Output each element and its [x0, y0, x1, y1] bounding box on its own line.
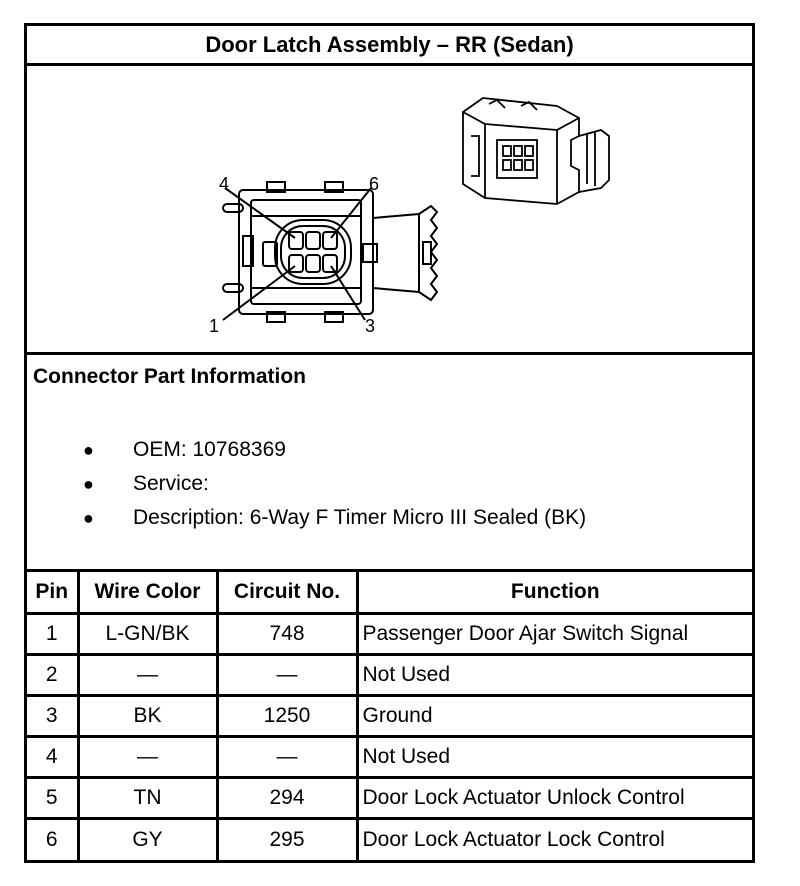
header-function: Function	[355, 572, 752, 615]
cell-pin: 6	[27, 817, 80, 860]
page-title: Door Latch Assembly – RR (Sedan)	[27, 26, 752, 66]
cell-circuit-no: 1250	[215, 693, 359, 739]
cell-wire-color: TN	[76, 776, 219, 821]
connector-isometric-view	[462, 97, 610, 205]
header-wire-color: Wire Color	[76, 572, 219, 615]
cell-pin: 5	[27, 776, 80, 821]
info-item-text: Service:	[133, 472, 209, 495]
header-circuit-no: Circuit No.	[215, 572, 359, 615]
pin-label-3: 3	[365, 316, 375, 336]
connector-drawing: 4 6 1 3	[209, 97, 610, 336]
cell-function: Ground	[355, 693, 752, 739]
cell-wire-color: GY	[76, 817, 219, 860]
cell-circuit-no: 748	[215, 611, 359, 656]
connector-face-view	[222, 181, 439, 323]
pin-label-1: 1	[209, 316, 219, 336]
table-row: 4 — — Not Used	[27, 735, 752, 780]
table-row: 1 L-GN/BK 748 Passenger Door Ajar Switch…	[27, 611, 752, 656]
connector-info-heading: Connector Part Information	[33, 365, 307, 388]
cell-wire-color: BK	[76, 693, 219, 739]
table-row: 6 GY 295 Door Lock Actuator Lock Control	[27, 817, 752, 860]
cell-function: Door Lock Actuator Lock Control	[355, 817, 752, 860]
connector-info-list: ● OEM: 10768369 ● Service: ● Description…	[83, 433, 586, 535]
header-pin: Pin	[27, 572, 80, 615]
pin-label-6: 6	[369, 174, 379, 194]
connector-info-section: Connector Part Information ● OEM: 107683…	[27, 355, 752, 572]
info-item-service: ● Service:	[83, 467, 586, 501]
pin-label-4: 4	[219, 174, 229, 194]
table-header-row: Pin Wire Color Circuit No. Function	[27, 572, 752, 615]
cell-circuit-no: —	[215, 652, 359, 697]
cell-circuit-no: —	[215, 735, 359, 780]
cell-pin: 4	[27, 735, 80, 780]
connector-sheet: Door Latch Assembly – RR (Sedan)	[24, 23, 755, 863]
cell-pin: 1	[27, 611, 80, 656]
bullet-icon: ●	[83, 508, 94, 528]
table-row: 2 — — Not Used	[27, 652, 752, 697]
cell-function: Not Used	[355, 735, 752, 780]
info-item-text: Description: 6-Way F Timer Micro III Sea…	[133, 506, 587, 529]
table-row: 5 TN 294 Door Lock Actuator Unlock Contr…	[27, 776, 752, 821]
table-row: 3 BK 1250 Ground	[27, 693, 752, 739]
bullet-icon: ●	[83, 474, 94, 494]
cell-circuit-no: 294	[215, 776, 359, 821]
cell-pin: 3	[27, 693, 80, 739]
info-item-description: ● Description: 6-Way F Timer Micro III S…	[83, 501, 586, 535]
info-item-text: OEM: 10768369	[133, 438, 286, 461]
cell-wire-color: L-GN/BK	[76, 611, 219, 656]
cell-pin: 2	[27, 652, 80, 697]
cell-function: Not Used	[355, 652, 752, 697]
bullet-icon: ●	[83, 440, 94, 460]
cell-function: Door Lock Actuator Unlock Control	[355, 776, 752, 821]
cell-circuit-no: 295	[215, 817, 359, 860]
info-item-oem: ● OEM: 10768369	[83, 433, 586, 467]
cell-wire-color: —	[76, 735, 219, 780]
pinout-table: Pin Wire Color Circuit No. Function 1 L-…	[27, 572, 752, 860]
cell-wire-color: —	[76, 652, 219, 697]
connector-figure: 4 6 1 3	[27, 66, 752, 355]
cell-function: Passenger Door Ajar Switch Signal	[355, 611, 752, 656]
